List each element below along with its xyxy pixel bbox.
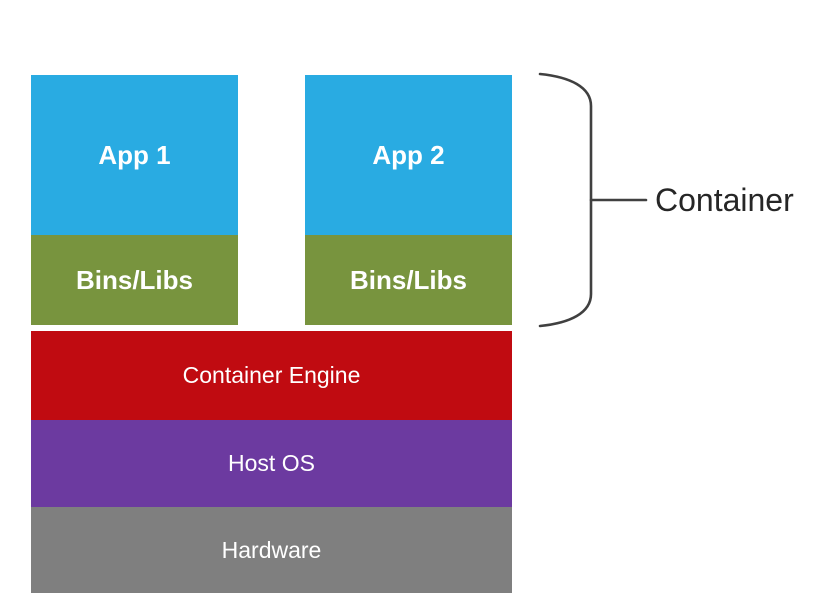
app2-block: App 2 (305, 75, 512, 235)
container-brace-icon (538, 72, 648, 328)
hardware-label: Hardware (221, 536, 322, 563)
app1-label: App 1 (98, 139, 171, 170)
bins-libs1-label: Bins/Libs (75, 264, 193, 295)
bins-libs1-block: Bins/Libs (31, 235, 238, 325)
host-os-layer: Host OS (31, 420, 512, 507)
app1-block: App 1 (31, 75, 238, 235)
hardware-layer: Hardware (31, 507, 512, 593)
bins-libs2-label: Bins/Libs (349, 264, 467, 295)
container-engine-layer: Container Engine (31, 331, 512, 420)
app2-label: App 2 (372, 139, 445, 170)
bins-libs2-block: Bins/Libs (305, 235, 512, 325)
host-os-label: Host OS (228, 450, 315, 476)
container-engine-label: Container Engine (182, 362, 361, 388)
container-annotation-label: Container (655, 182, 794, 218)
